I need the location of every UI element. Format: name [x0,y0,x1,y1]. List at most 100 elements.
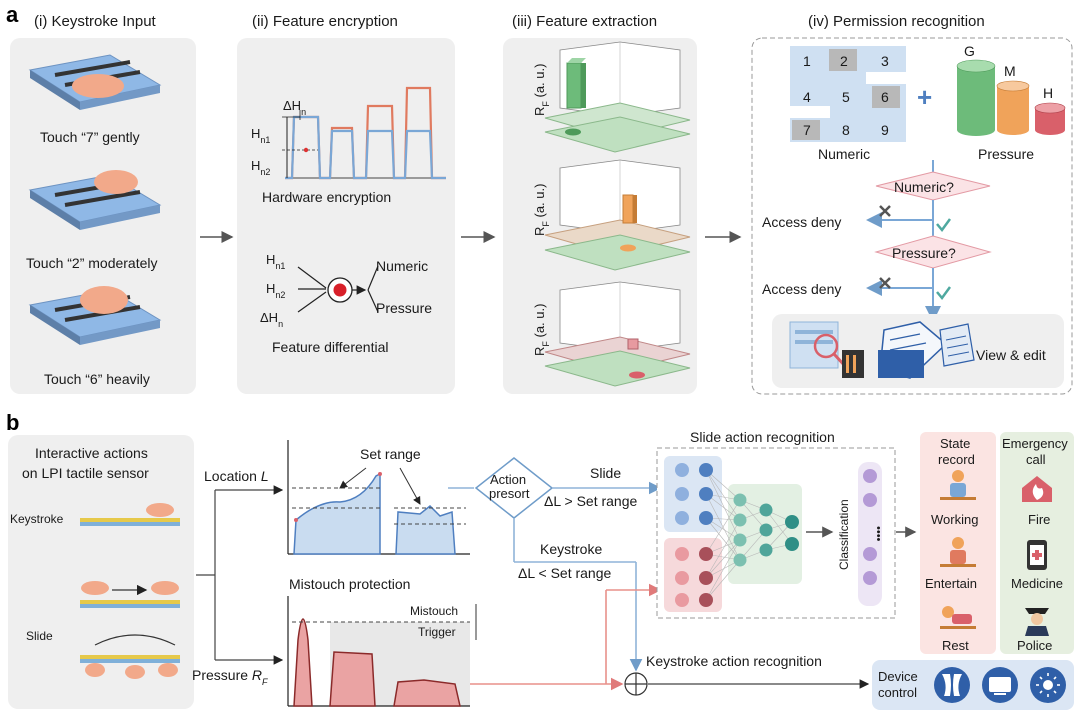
interactive-title-2: on LPI tactile sensor [22,465,149,481]
device-control-box [872,660,1074,710]
extraction-title: (iii) Feature extraction [512,13,657,30]
svg-text:Hn2: Hn2 [266,281,285,300]
rf-axis-2-sub: F [541,221,551,227]
location-chart [287,440,470,555]
pressure-b-label: Pressure [192,667,252,683]
diff-in-1: H [266,252,275,267]
svg-text:Pressure RF: Pressure RF [192,667,268,687]
state-working: Working [931,512,978,527]
key-1: 1 [803,53,811,69]
working-icon [940,470,976,500]
svg-text:ΔHn: ΔHn [283,98,306,117]
action-presort-1: Action [490,472,526,487]
keypad-illustration-2 [28,170,162,230]
key-7: 7 [803,122,811,138]
level-g: G [964,43,975,59]
h1-sub: n1 [260,135,270,145]
light-icon[interactable] [1030,667,1066,703]
classification-dots: •••• [872,526,884,542]
slide-cond-label: ΔL > Set range [544,493,637,509]
svg-text:Hn1: Hn1 [266,252,285,271]
classification-label: Classification [837,499,851,570]
tv-icon[interactable] [982,667,1018,703]
interactive-actions-panel [8,435,194,709]
key-4: 4 [803,89,811,105]
bar3d-3 [544,281,691,387]
state-rest: Rest [942,638,969,653]
records-illustration [789,321,864,378]
state-record-2: record [938,452,975,467]
key-3: 3 [881,53,889,69]
emergency-police: Police [1017,638,1052,653]
key-cond-label: ΔL < Set range [518,565,611,581]
pressure-chart [287,596,477,707]
encryption-title: (ii) Feature encryption [252,13,398,30]
dh-sub: n [301,107,306,117]
key-9: 9 [881,122,889,138]
key-branch-label: Keystroke [540,541,602,557]
hardware-encryption-label: Hardware encryption [262,189,391,205]
rf-axis-2: R [532,227,547,236]
pressure-b-sub: F [262,677,268,687]
emergency-2: call [1026,452,1046,467]
access-deny-2: Access deny [762,281,841,297]
state-entertain: Entertain [925,576,977,591]
diff-in-3: ΔH [260,310,278,325]
classification-nodes [858,462,882,606]
device-control-1: Device [878,669,918,684]
rf-axis-3: R [532,347,547,356]
keystroke-label: Keystroke [10,512,64,526]
slide-branch-label: Slide [590,465,621,481]
location-var: L [261,468,269,484]
interactive-title-1: Interactive actions [35,445,148,461]
diff-in-2: H [266,281,275,296]
rf-axis-3-unit: (a. u.) [532,304,547,342]
diff-out-numeric: Numeric [376,258,428,274]
state-record-1: State [940,436,970,451]
sensor-slide-1 [80,581,180,608]
encryption-chart [282,86,446,180]
action-presort-2: presort [489,486,530,501]
key-8: 8 [842,122,850,138]
encryption-panel [237,38,455,394]
rest-icon [940,606,976,629]
rf-axis-2-unit: (a. u.) [532,184,547,222]
pressure-label: Pressure [978,146,1034,162]
sensor-slide-2 [80,634,180,679]
documents-illustration [878,321,975,379]
question-numeric: Numeric? [894,179,954,195]
numeric-keypad [790,46,906,142]
h1-label: H [251,126,260,141]
rf-axis-3-sub: F [541,341,551,347]
dh-label: ΔH [283,98,301,113]
rf-axis-1-sub: F [541,101,551,107]
panel-a-letter: a [6,2,19,27]
svg-text:RF (a. u.): RF (a. u.) [532,184,551,236]
diff-in-2-sub: n2 [275,290,285,300]
diff-in-3-sub: n [278,319,283,329]
key-6: 6 [881,89,889,105]
svg-text:RF (a. u.): RF (a. u.) [532,64,551,116]
level-h: H [1043,85,1053,101]
pressure-cylinders [956,59,1066,136]
svg-text:Hn2: Hn2 [251,158,270,177]
emergency-medicine: Medicine [1011,576,1063,591]
mistouch-label: Mistouch [410,604,458,618]
level-m: M [1004,63,1016,79]
rf-axis-1: R [532,107,547,116]
red-lines [470,583,662,691]
location-label: Location [204,468,261,484]
caption-touch-7: Touch “7” gently [40,129,140,145]
neural-net [664,456,802,612]
h2-sub: n2 [260,167,270,177]
svg-text:Location L: Location L [204,468,269,484]
feature-differential-label: Feature differential [272,339,388,355]
curtain-icon[interactable] [934,667,970,703]
permission-title: (iv) Permission recognition [808,13,985,30]
sensor-keystroke [80,503,180,526]
police-icon [1025,608,1049,636]
keystroke-title: (i) Keystroke Input [34,13,157,30]
rf-axis-1-unit: (a. u.) [532,64,547,102]
panel-b-letter: b [6,410,19,435]
